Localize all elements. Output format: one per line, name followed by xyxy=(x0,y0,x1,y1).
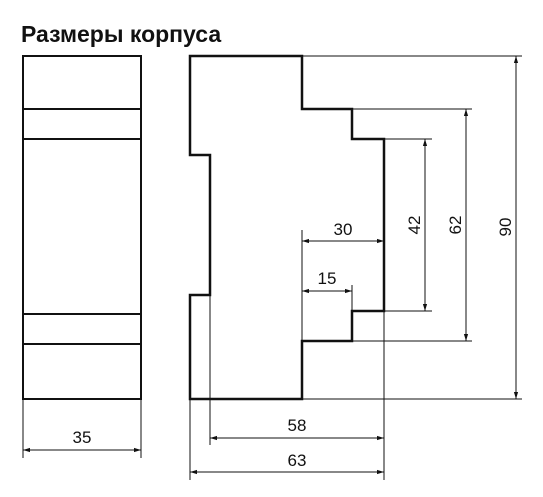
dimension-label-rail-to-back: 58 xyxy=(288,416,307,435)
extension-lines xyxy=(22,55,522,480)
dimension-label-front-lower-depth: 15 xyxy=(318,269,337,288)
dimension-label-total-height: 90 xyxy=(496,218,515,237)
dimension-label-inner-height: 42 xyxy=(405,216,424,235)
front-view-outline xyxy=(22,55,142,400)
dimension-label-front-upper-depth: 30 xyxy=(334,220,353,239)
dimension-label-total-depth: 63 xyxy=(288,451,307,470)
side-view-outline xyxy=(188,54,386,401)
dimension-label-middle-height: 62 xyxy=(446,216,465,235)
dimension-label-front-width: 35 xyxy=(73,428,92,447)
page-title: Размеры корпуса xyxy=(21,21,222,47)
dimension-lines xyxy=(23,56,519,475)
front-view xyxy=(22,55,142,400)
